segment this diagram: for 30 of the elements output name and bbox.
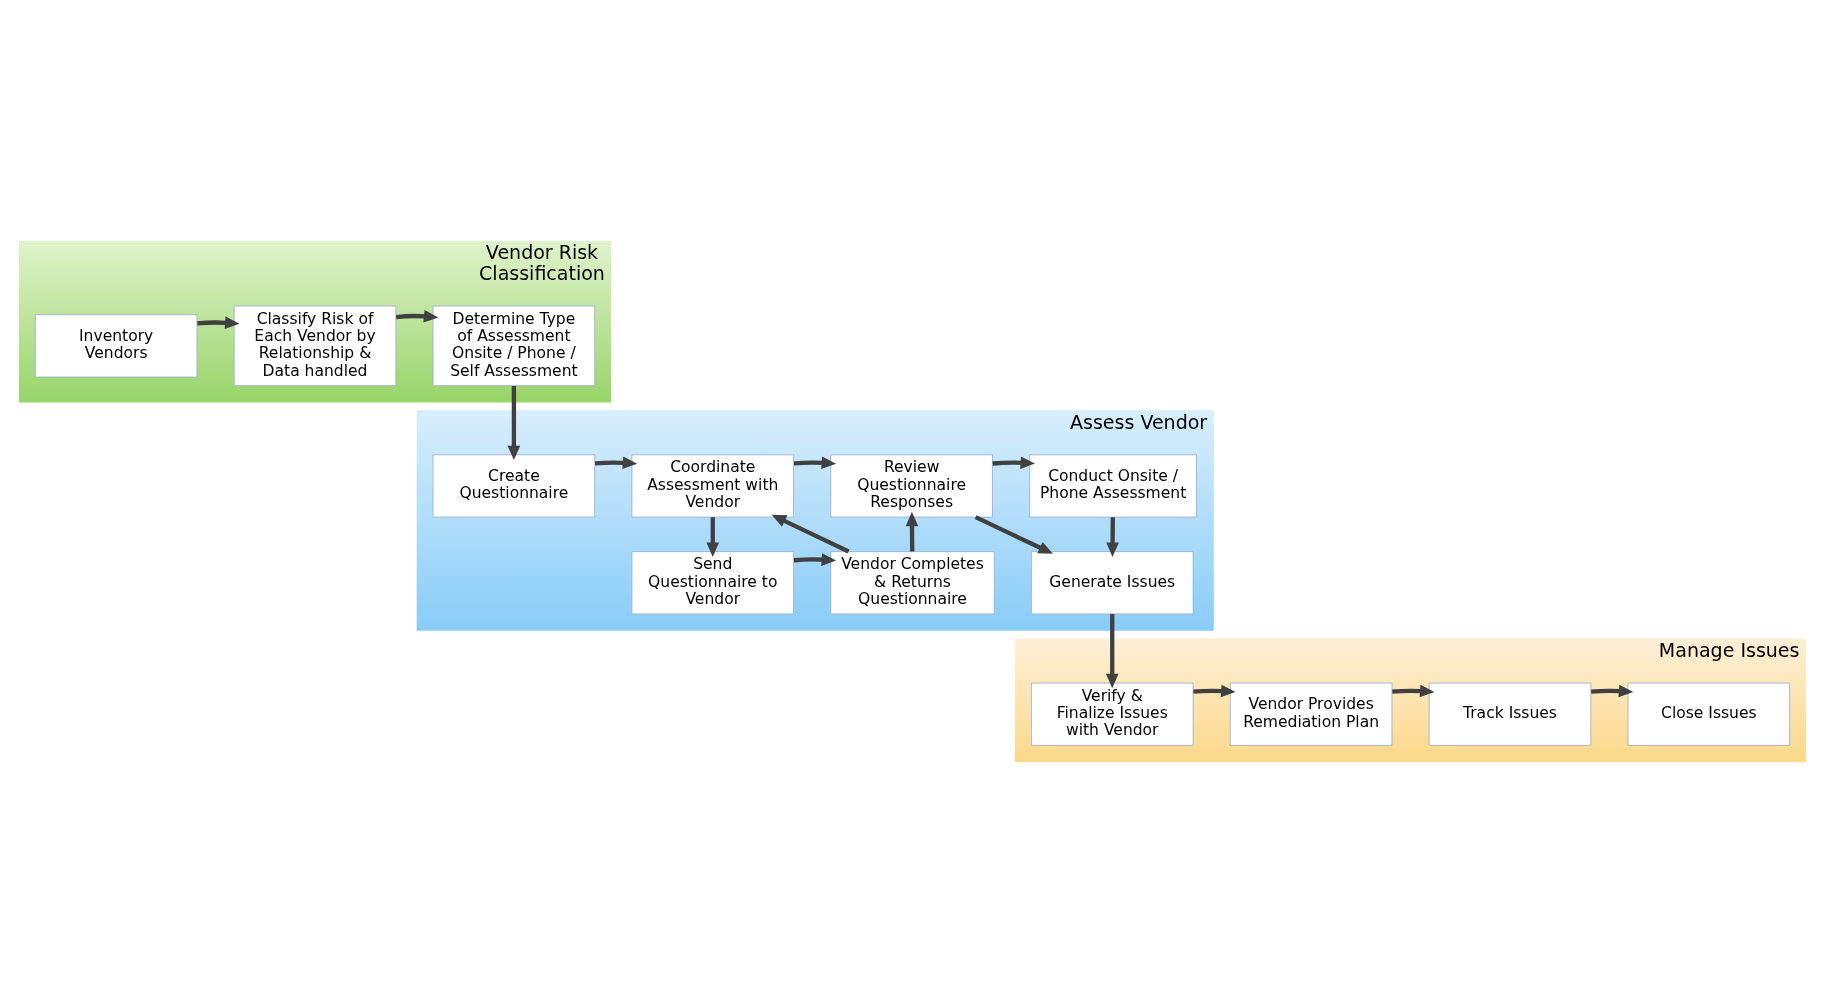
node-box: Vendor Provides Remediation Plan <box>1229 682 1393 746</box>
arrow <box>1106 517 1119 557</box>
node-box: Vendor Completes & Returns Questionnaire <box>830 551 995 615</box>
arrow <box>974 515 1053 554</box>
arrow <box>396 309 439 323</box>
arrow <box>1193 684 1236 698</box>
arrow <box>905 511 919 552</box>
arrow <box>594 456 638 470</box>
node-box: Classify Risk of Each Vendor by Relationship & Data handled <box>233 305 397 387</box>
arrow <box>793 456 837 470</box>
arrow <box>771 514 850 554</box>
arrow <box>706 517 720 557</box>
arrow <box>197 316 240 329</box>
node-box: Verify & Finalize Issues with Vendor <box>1030 682 1194 746</box>
node-box: Track Issues <box>1428 682 1592 746</box>
node-box: Close Issues <box>1627 682 1791 746</box>
node-box: Generate Issues <box>1030 551 1194 615</box>
arrow <box>793 553 837 566</box>
arrow <box>992 456 1035 470</box>
node-box: Send Questionnaire to Vendor <box>631 551 795 615</box>
node-box: Create Questionnaire <box>432 454 596 518</box>
node-box: Review Questionnaire Responses <box>830 454 993 518</box>
arrow <box>1392 684 1435 698</box>
arrow <box>1590 684 1634 698</box>
node-box: Conduct Onsite / Phone Assessment <box>1029 454 1197 518</box>
node-box: Determine Type of Assessment Onsite / Phone / Self Assessment <box>432 305 596 387</box>
node-box: Inventory Vendors <box>34 314 198 378</box>
arrow <box>507 386 521 461</box>
arrow <box>1105 614 1119 689</box>
node-box: Coordinate Assessment with Vendor <box>631 454 795 518</box>
